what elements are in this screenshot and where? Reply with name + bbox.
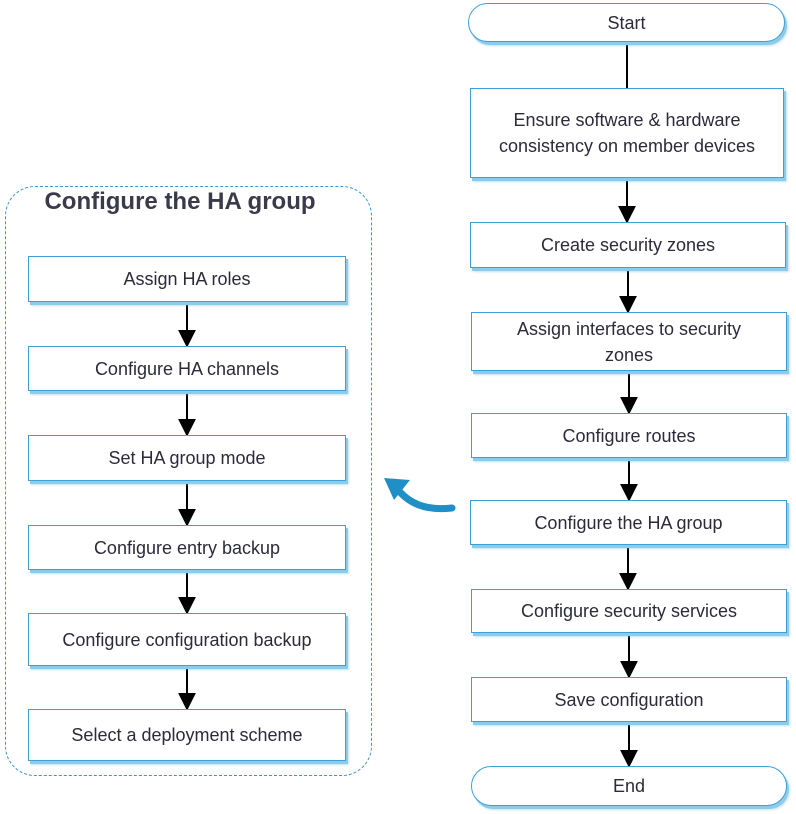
step-create-security-zones: Create security zones <box>470 222 786 268</box>
ha-step-configure-channels: Configure HA channels <box>28 346 346 391</box>
ha-group-title: Configure the HA group <box>44 188 316 215</box>
step-ensure-consistency: Ensure software & hardware consistency o… <box>470 88 784 178</box>
step-configure-ha-group: Configure the HA group <box>470 500 787 545</box>
ha-step-configuration-backup: Configure configuration backup <box>28 613 346 666</box>
ha-group-container <box>5 186 372 776</box>
start-terminal: Start <box>468 3 785 42</box>
step-save-configuration: Save configuration <box>471 677 787 722</box>
curved-expand-arrow <box>396 488 456 513</box>
ha-step-deployment-scheme: Select a deployment scheme <box>28 709 346 761</box>
step-configure-security-services: Configure security services <box>471 589 787 633</box>
ha-step-set-group-mode: Set HA group mode <box>28 435 346 481</box>
end-terminal: End <box>471 766 787 806</box>
step-configure-routes: Configure routes <box>471 413 787 458</box>
ha-step-entry-backup: Configure entry backup <box>28 525 346 570</box>
curved-expand-arrowhead <box>384 478 410 500</box>
step-assign-interfaces: Assign interfaces to security zones <box>471 312 787 371</box>
ha-step-assign-roles: Assign HA roles <box>28 256 346 302</box>
